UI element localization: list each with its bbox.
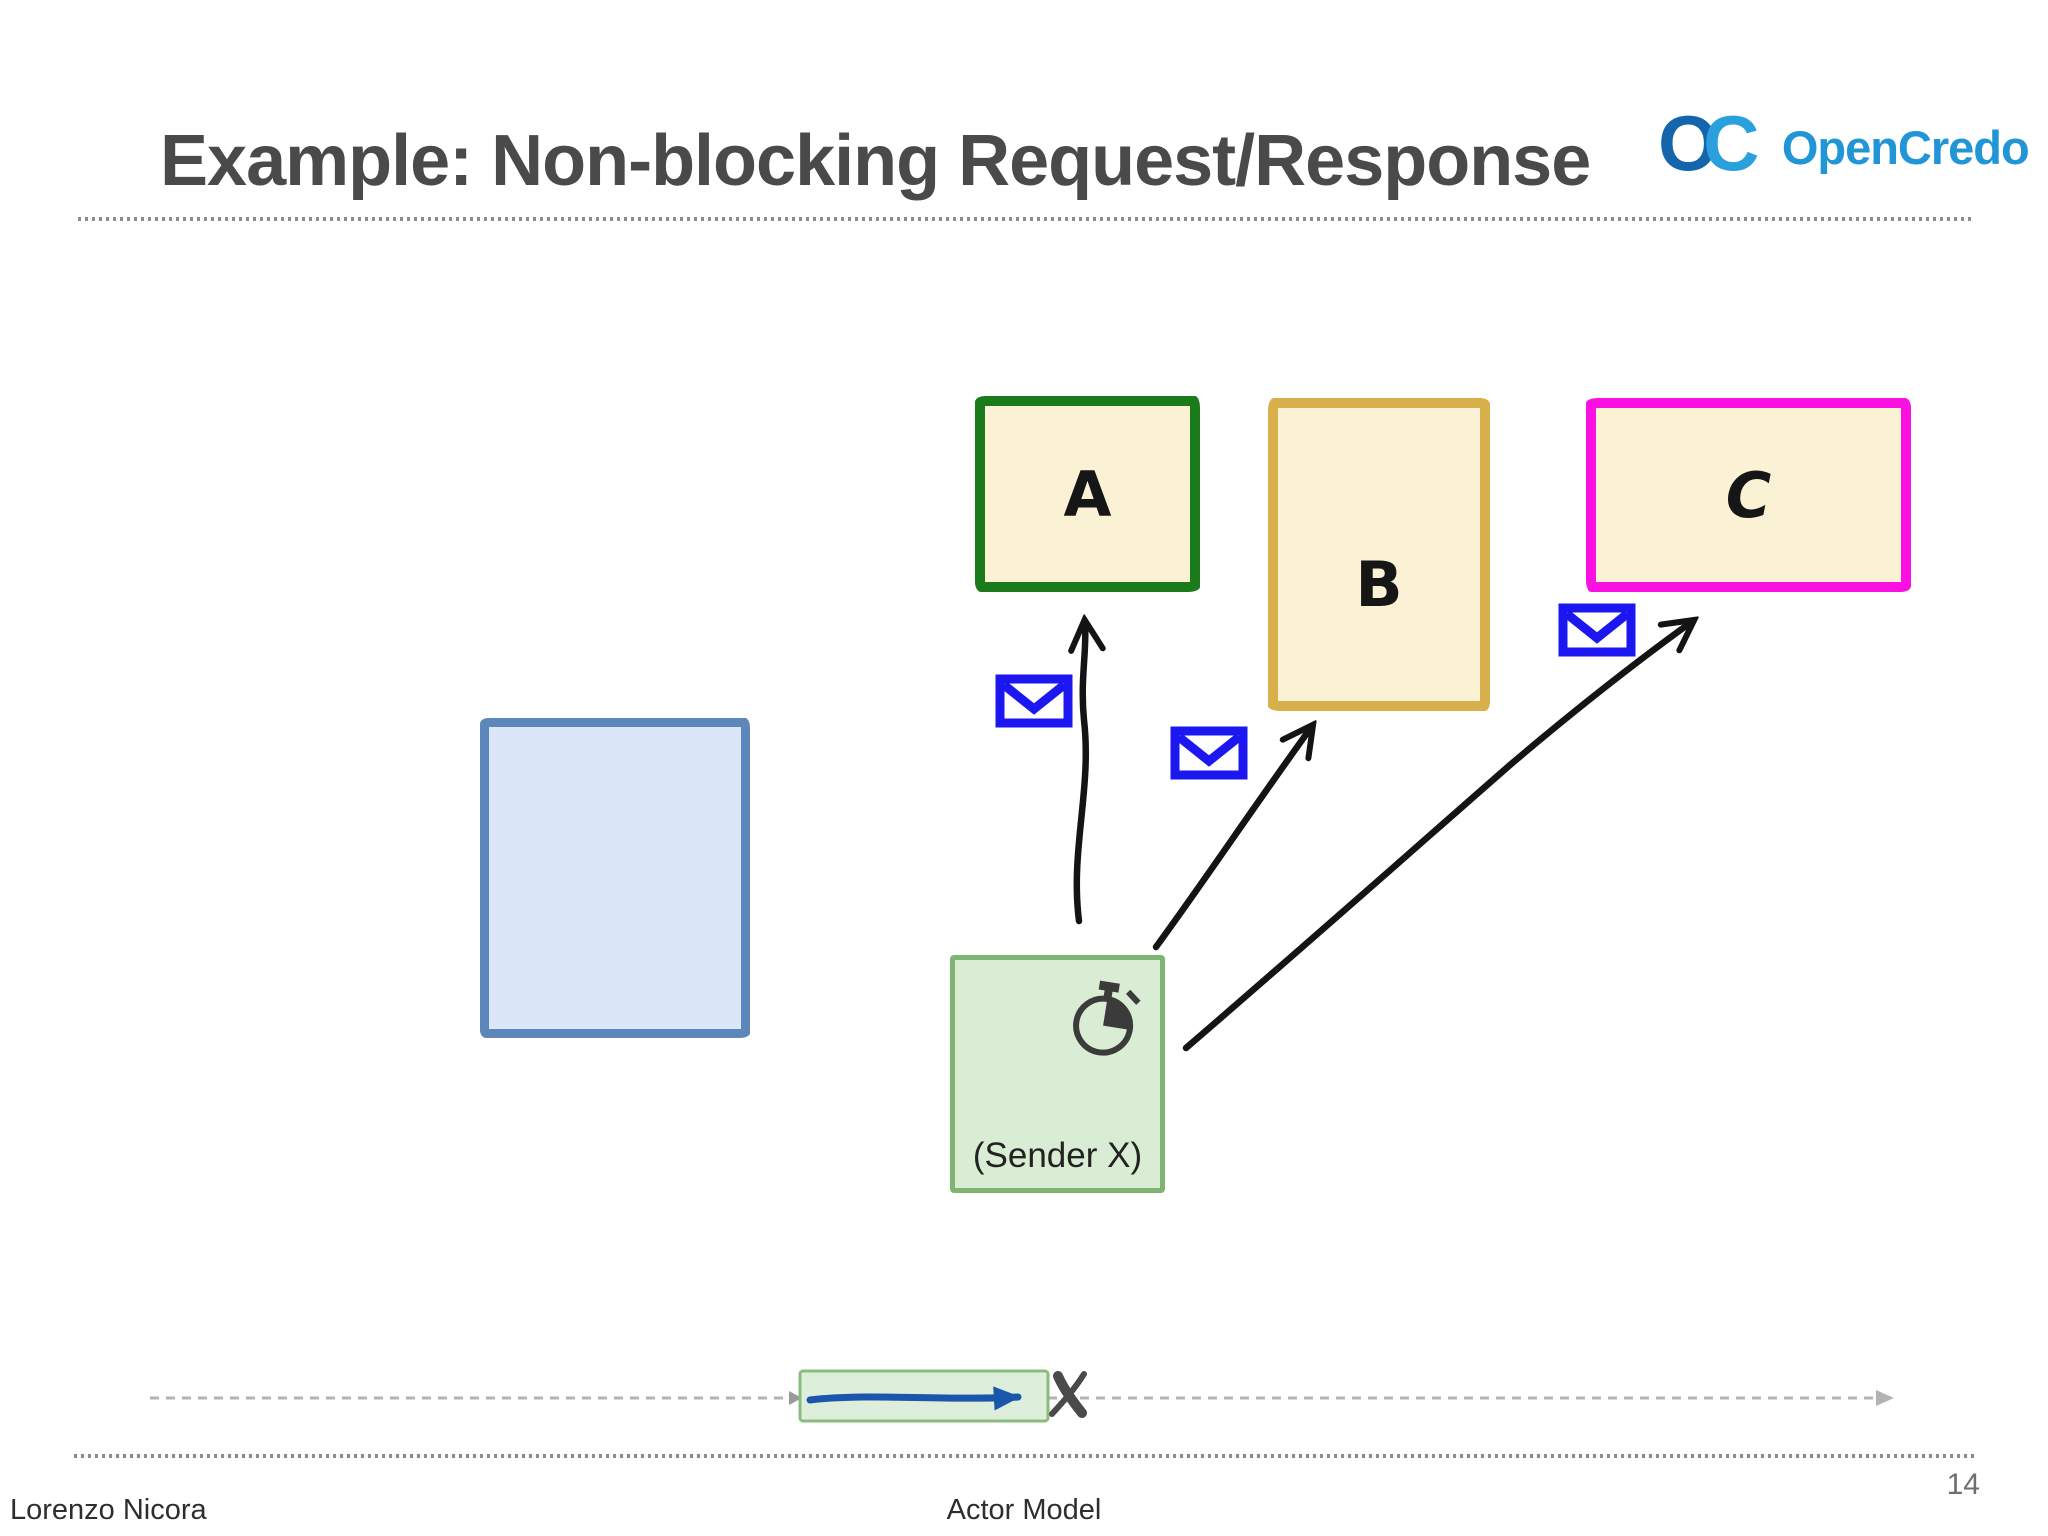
envelope-icon [1175, 731, 1243, 775]
sender-label: (Sender X) [972, 1136, 1143, 1175]
message-arrow-to-b [1152, 729, 1310, 951]
envelope-icon [1563, 608, 1631, 652]
footer-divider [74, 1454, 1974, 1458]
actor-label-c: C [1725, 458, 1772, 532]
actor-box-c: C [1586, 398, 1911, 592]
header-divider [78, 217, 1975, 221]
actor-label-b: B [1355, 548, 1403, 621]
envelope-icon [1000, 679, 1068, 723]
page-title: Example: Non-blocking Request/Response [160, 121, 1591, 201]
sender-box: (Sender X) [950, 955, 1165, 1193]
footer-deck-title: Actor Model [946, 1494, 1102, 1526]
timeline-segment-arrowhead-icon [789, 1391, 802, 1405]
timeline-progress-arrow [806, 1386, 1022, 1411]
logo-wordmark: OpenCredo [1781, 121, 2030, 174]
timeline-x-mark [1049, 1371, 1087, 1418]
message-arrow-to-a [1077, 625, 1086, 925]
opencredo-logo: OC OpenCredo [1658, 104, 2030, 182]
actor-box-b: B [1268, 398, 1490, 711]
message-arrow-to-c [1182, 623, 1690, 1052]
page-number: 14 [1946, 1468, 1980, 1501]
timeline-end-arrowhead-icon [1876, 1390, 1894, 1406]
footer-author: Lorenzo Nicora [10, 1494, 207, 1526]
actor-box-a: A [975, 396, 1200, 592]
idle-actor-box [480, 718, 750, 1038]
actor-label-a: A [1063, 457, 1112, 531]
stopwatch-icon [1073, 980, 1141, 1056]
